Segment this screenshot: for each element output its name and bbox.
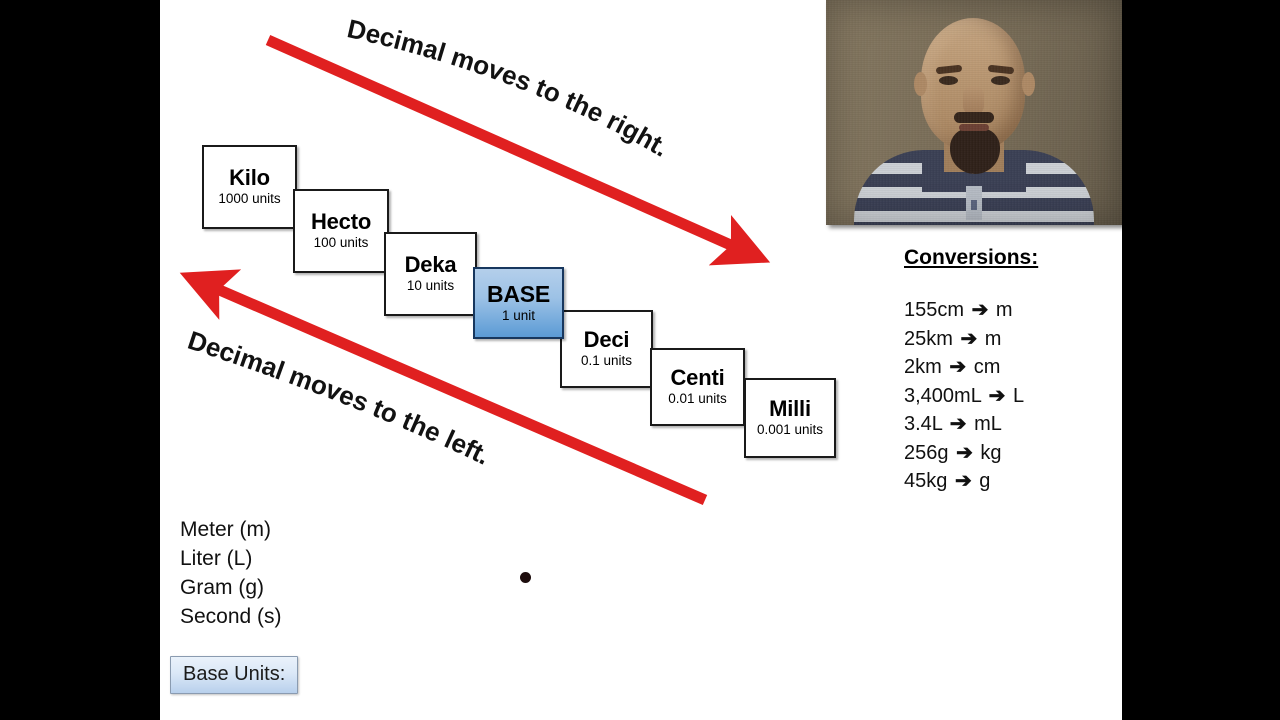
step-amount: 0.001 units xyxy=(756,422,824,438)
step-prefix: Deci xyxy=(583,327,630,353)
step-box-base: BASE 1 unit xyxy=(473,267,564,339)
conversion-from: 3,400mL xyxy=(904,384,982,407)
right-arrow-icon: ➔ xyxy=(949,413,967,435)
step-amount: 0.01 units xyxy=(668,391,727,407)
conversion-from: 2km xyxy=(904,356,942,378)
step-box-deci: Deci 0.1 units xyxy=(560,310,653,388)
step-amount: 10 units xyxy=(406,278,455,294)
conversion-to: kg xyxy=(980,441,1002,464)
step-box-kilo: Kilo 1000 units xyxy=(202,145,297,229)
step-box-deka: Deka 10 units xyxy=(384,232,477,316)
conversion-from: 155cm xyxy=(904,299,965,321)
presenter-ear-right xyxy=(1022,72,1035,96)
right-arrow-icon: ➔ xyxy=(954,470,972,492)
conversion-from: 256g xyxy=(904,441,949,464)
right-arrow-icon: ➔ xyxy=(956,441,973,464)
presenter-webcam-overlay xyxy=(826,0,1122,225)
base-units-button[interactable]: Base Units: xyxy=(170,656,299,694)
conversion-to: m xyxy=(995,299,1013,321)
step-prefix: Deka xyxy=(404,252,457,278)
right-arrow-icon: ➔ xyxy=(988,384,1006,407)
conversions-title: Conversions: xyxy=(904,246,1039,269)
cursor-dot xyxy=(520,572,531,583)
letterbox-bar-left xyxy=(0,0,160,720)
conversion-from: 25km xyxy=(904,327,953,350)
step-prefix: Milli xyxy=(769,396,811,422)
base-unit-item: Gram (g) xyxy=(180,576,264,599)
conversions-panel: Conversions: 155cm ➔ m 25km ➔ m 2km ➔ cm… xyxy=(904,246,1114,496)
presenter-eye-left xyxy=(939,76,958,85)
conversion-to: mL xyxy=(974,413,1002,435)
step-prefix: Hecto xyxy=(310,209,372,235)
conversion-to: L xyxy=(1012,384,1025,407)
conversion-to: m xyxy=(984,327,1002,350)
conversion-row: 3,400mL ➔ L xyxy=(904,382,1114,411)
step-box-milli: Milli 0.001 units xyxy=(744,378,836,458)
step-prefix: BASE xyxy=(486,280,551,307)
conversion-to: cm xyxy=(973,356,1001,378)
presenter-ear-left xyxy=(914,72,927,96)
presenter-nose xyxy=(963,86,984,116)
base-unit-item: Meter (m) xyxy=(180,518,271,541)
step-amount: 1000 units xyxy=(218,191,281,207)
conversion-row: 155cm ➔ m xyxy=(904,296,1114,325)
webcam-grain xyxy=(826,0,1122,225)
step-prefix: Kilo xyxy=(229,165,270,191)
base-unit-item: Liter (L) xyxy=(180,547,253,570)
step-amount: 1 unit xyxy=(501,307,536,323)
conversion-row: 2km ➔ cm xyxy=(904,353,1114,382)
conversion-from: 3.4L xyxy=(904,413,943,435)
base-unit-item: Second (s) xyxy=(180,605,282,628)
conversion-to: g xyxy=(979,470,991,492)
right-arrow-icon: ➔ xyxy=(971,299,989,321)
presenter-eye-right xyxy=(991,76,1010,85)
presenter-shirt-button xyxy=(971,200,977,210)
letterbox-bar-right xyxy=(1122,0,1280,720)
right-arrow-icon: ➔ xyxy=(960,327,978,350)
right-arrow-icon: ➔ xyxy=(949,356,967,378)
presenter-beard xyxy=(950,128,1000,174)
conversion-row: 3.4L ➔ mL xyxy=(904,410,1114,439)
presenter-mouth xyxy=(959,124,989,131)
conversion-row: 45kg ➔ g xyxy=(904,467,1114,496)
decimal-right-label: Decimal moves to the right. xyxy=(345,13,674,162)
conversion-row: 25km ➔ m xyxy=(904,325,1114,354)
decimal-left-label: Decimal moves to the left. xyxy=(184,325,495,471)
base-units-list: Meter (m) Liter (L) Gram (g) Second (s) xyxy=(180,515,282,631)
step-amount: 100 units xyxy=(313,235,369,251)
step-box-centi: Centi 0.01 units xyxy=(650,348,745,426)
conversion-from: 45kg xyxy=(904,470,948,492)
conversion-row: 256g ➔ kg xyxy=(904,439,1114,468)
step-prefix: Centi xyxy=(670,365,725,391)
step-amount: 0.1 units xyxy=(580,353,633,369)
step-box-hecto: Hecto 100 units xyxy=(293,189,389,273)
presenter-mustache xyxy=(954,112,994,123)
